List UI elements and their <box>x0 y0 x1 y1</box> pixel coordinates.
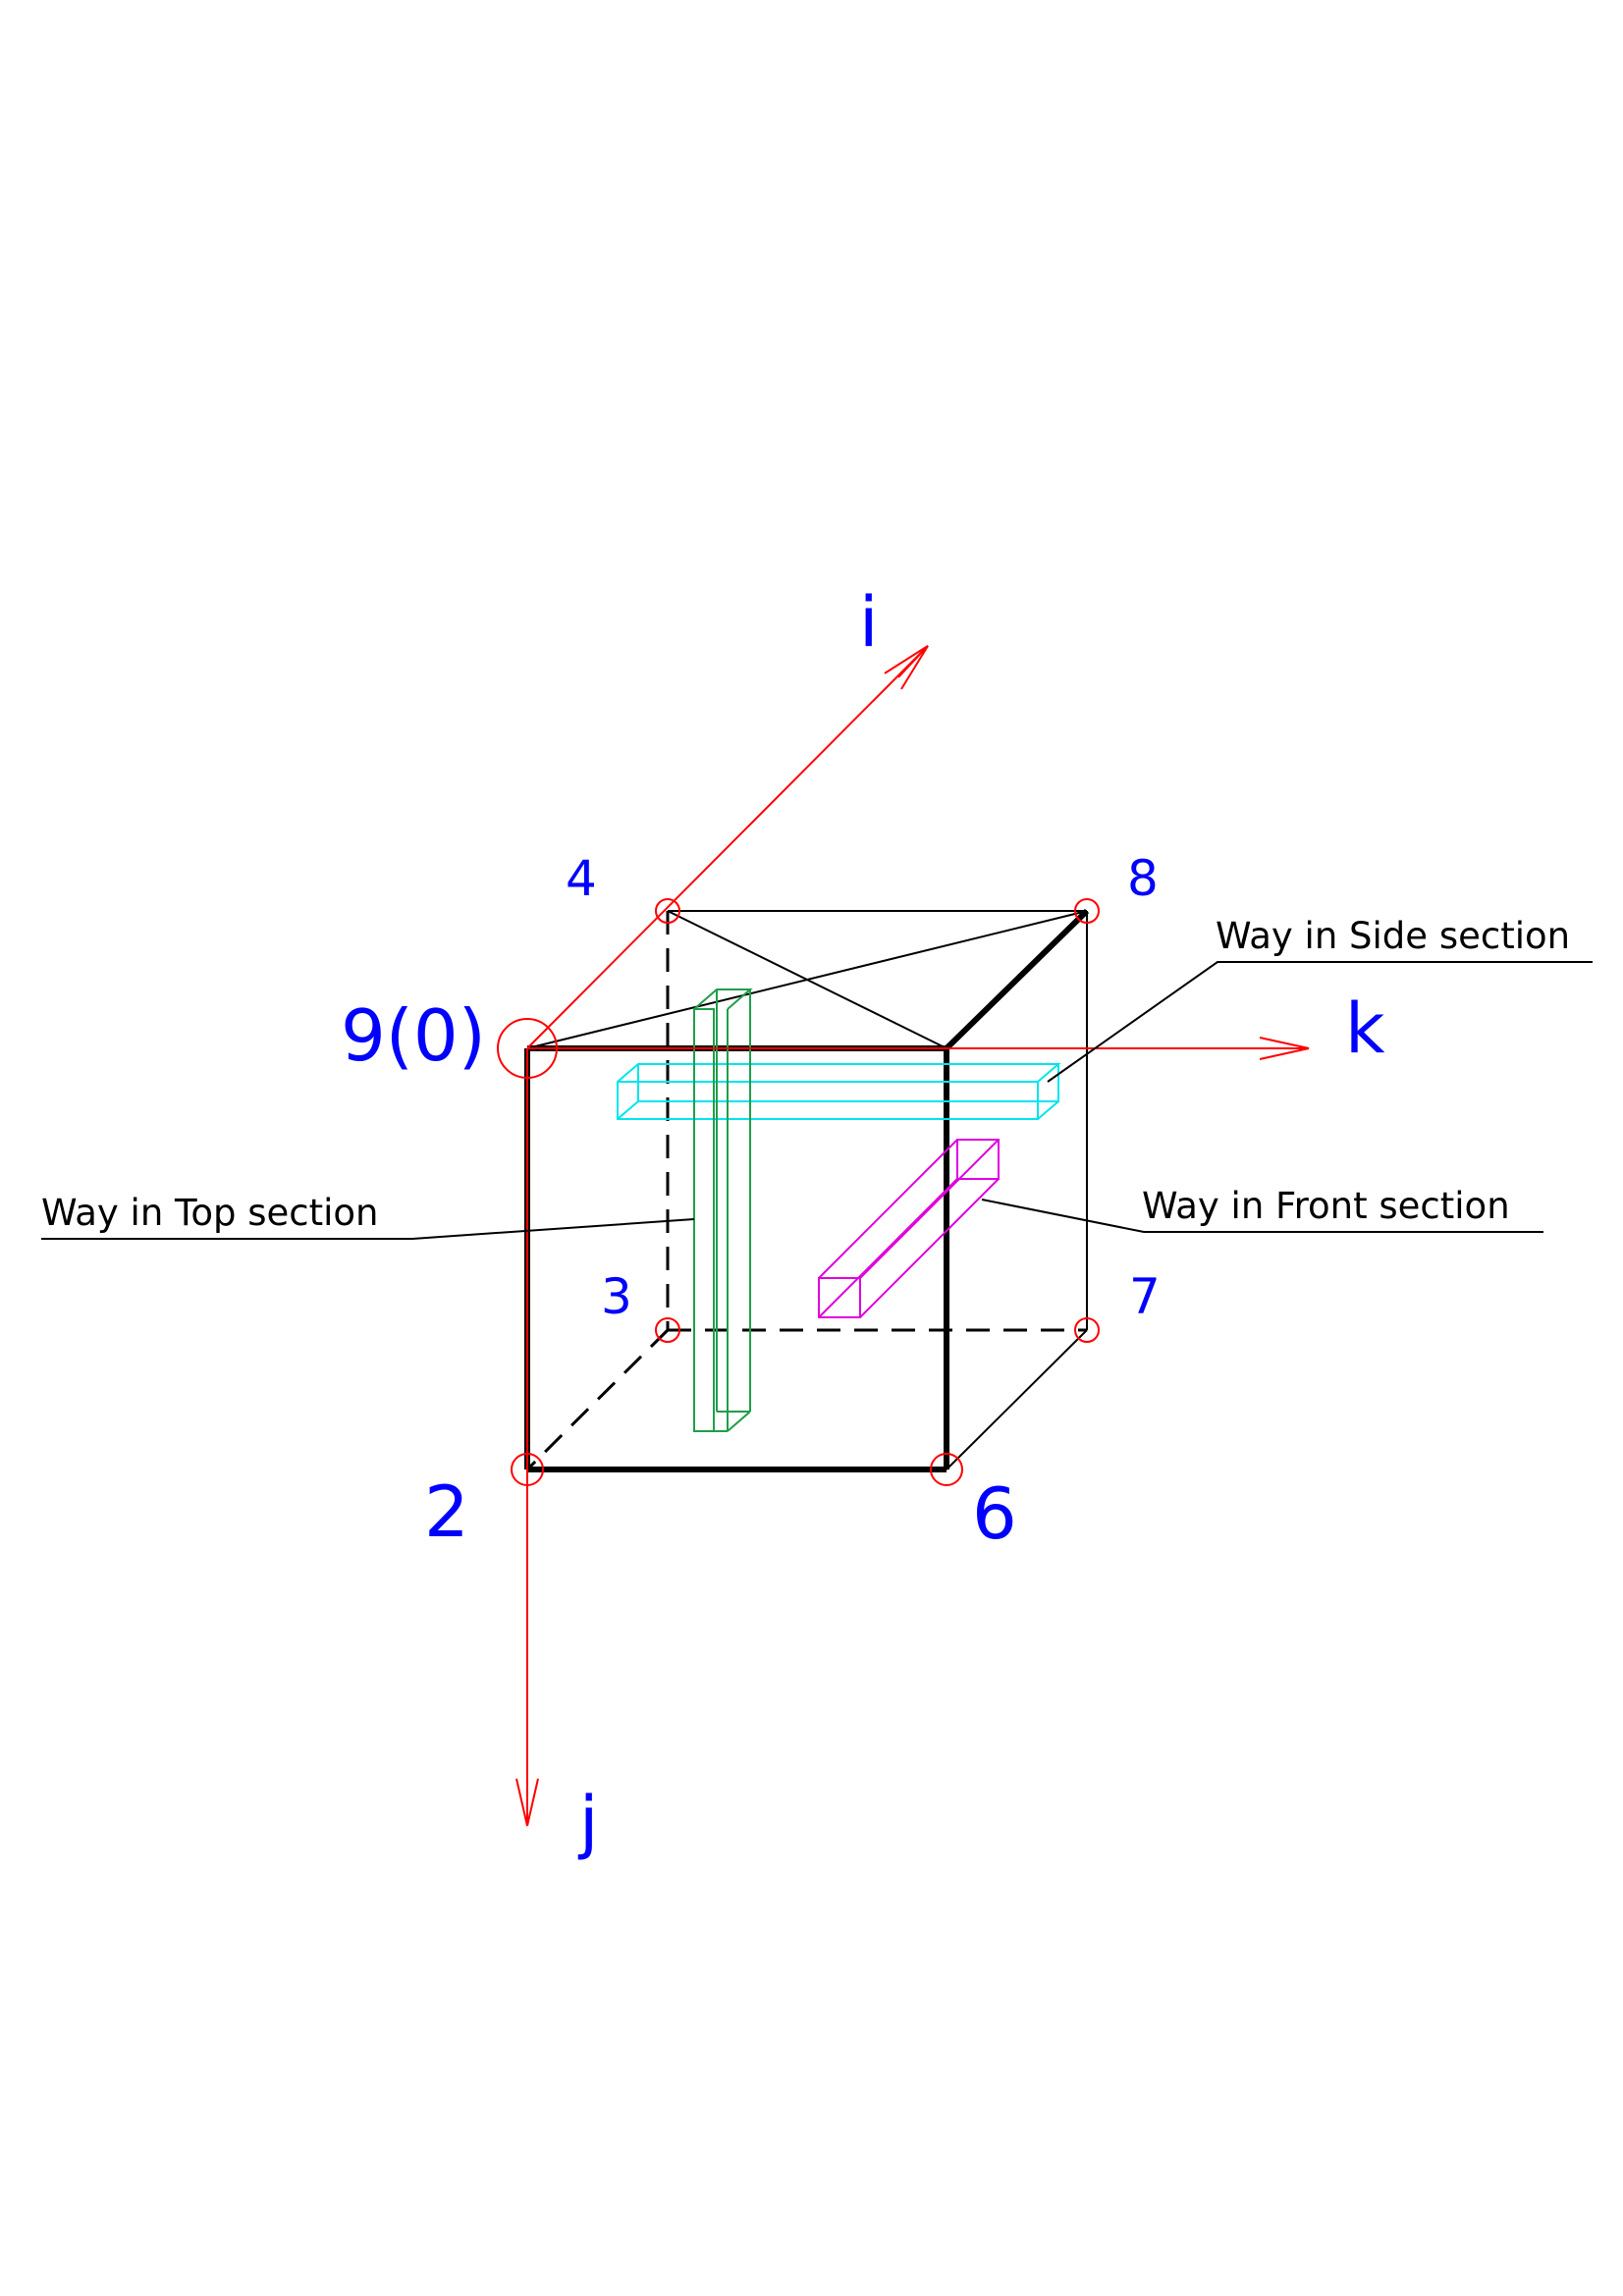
vertex-label-2: 2 <box>424 1470 469 1553</box>
top-callout-leader <box>41 1218 695 1240</box>
vertex-label-3: 3 <box>601 1268 632 1325</box>
edge-3-2-hidden <box>525 1328 670 1471</box>
vertex-label-4: 4 <box>566 850 597 907</box>
marker-4 <box>655 898 680 924</box>
marker-3 <box>655 1317 680 1343</box>
top-way-top-face <box>693 988 753 1010</box>
vertex-markers <box>497 898 1100 1486</box>
edge-7-6 <box>946 1329 1088 1470</box>
cube-thin-edges <box>526 910 1088 1470</box>
marker-8 <box>1074 898 1100 924</box>
top-way-front-face <box>693 1008 715 1432</box>
marker-7 <box>1074 1317 1100 1343</box>
front-section-callout: Way in Front section <box>1142 1185 1510 1227</box>
vertex-label-origin: 9(0) <box>341 994 486 1077</box>
front-way-edge-br <box>859 1178 1000 1318</box>
top-way-bottom-diag <box>727 1411 751 1432</box>
axis-k-label: k <box>1345 988 1385 1069</box>
vertex-label-6: 6 <box>972 1472 1017 1555</box>
axis-j-arrowhead <box>515 1778 539 1827</box>
marker-2 <box>511 1453 544 1486</box>
top-section-way <box>693 988 753 1432</box>
front-way-near-face <box>818 1277 861 1318</box>
side-section-way <box>617 1063 1061 1120</box>
edge-top-right-8 <box>944 908 1090 1051</box>
axes <box>515 645 1310 1827</box>
side-way-top-face <box>617 1063 1061 1083</box>
top-section-callout: Way in Top section <box>41 1192 379 1234</box>
axis-i-label: i <box>859 582 878 663</box>
cube-hidden-edges <box>525 911 1087 1471</box>
marker-6 <box>930 1453 963 1486</box>
axis-j-label: j <box>577 1782 598 1862</box>
marker-origin <box>497 1018 558 1079</box>
callout-leaders <box>41 961 1593 1240</box>
vertex-label-7: 7 <box>1129 1268 1161 1325</box>
front-section-way <box>818 1139 1000 1318</box>
front-callout-leader <box>981 1199 1543 1233</box>
axis-i-line <box>526 645 929 1049</box>
front-way-edge-tr <box>859 1139 1000 1279</box>
front-way-far-face <box>956 1139 1000 1180</box>
side-section-callout: Way in Side section <box>1216 915 1570 957</box>
front-way-edge-tl <box>818 1139 958 1279</box>
side-callout-leader <box>1047 961 1593 1083</box>
diagonal-origin-8 <box>526 910 1088 1049</box>
vertex-label-8: 8 <box>1127 850 1159 907</box>
front-way-edge-bl <box>818 1178 958 1318</box>
side-way-inner-edge-3 <box>617 1100 639 1120</box>
axis-i-arrow-inner <box>897 645 929 678</box>
